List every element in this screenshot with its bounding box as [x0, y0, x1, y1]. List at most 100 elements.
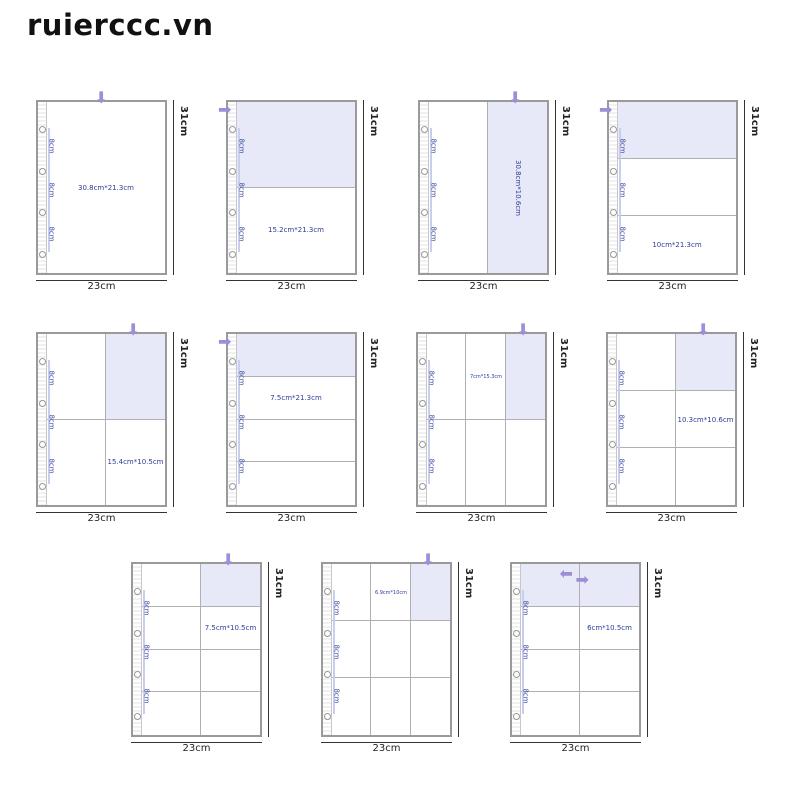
binding-strip: [609, 102, 618, 273]
spacing-label: 8cm: [142, 600, 151, 616]
pocket: [617, 334, 676, 391]
arrow-right-icon: ➡: [218, 332, 232, 351]
pocket: [47, 334, 106, 420]
binder-hole: [419, 400, 426, 407]
spacing-label: 8cm: [618, 226, 627, 242]
spacing-guide: [522, 590, 524, 714]
pocket-size-label: 30.8cm*21.3cm: [77, 183, 135, 192]
spacing-label: 8cm: [429, 182, 438, 198]
spacing-guide: [48, 128, 50, 252]
spacing-label: 8cm: [332, 688, 341, 704]
binder-hole: [419, 441, 426, 448]
binder-hole: [229, 168, 236, 175]
spacing-label: 8cm: [521, 688, 530, 704]
height-dimension-line: [553, 332, 554, 507]
pocket: [466, 334, 506, 420]
pocket: [142, 649, 201, 693]
pocket: [237, 377, 355, 420]
binder-hole: [324, 713, 331, 720]
pocket: [505, 334, 545, 420]
binder-hole: [39, 168, 46, 175]
binding-strip: [608, 334, 617, 505]
height-label: 31cm: [463, 568, 474, 599]
pocket: [676, 334, 735, 391]
pocket: [411, 678, 450, 735]
pocket: [617, 391, 676, 448]
arrow-right-icon: ➡: [599, 100, 613, 119]
arrow-down-icon: ⬇: [508, 88, 522, 107]
width-label: 23cm: [561, 743, 590, 754]
spacing-label: 8cm: [429, 138, 438, 154]
pocket-size-label: 6cm*10.5cm: [587, 624, 632, 633]
height-dimension-line: [363, 332, 364, 507]
binder-hole: [229, 126, 236, 133]
binder-hole: [421, 209, 428, 216]
binder-hole: [134, 588, 141, 595]
width-label: 23cm: [277, 513, 306, 524]
spacing-guide: [48, 360, 50, 484]
height-label: 31cm: [368, 338, 379, 369]
binder-hole: [609, 483, 616, 490]
binding-strip: [512, 564, 521, 735]
pocket: [142, 564, 201, 607]
pocket: [429, 102, 488, 273]
binder-hole: [609, 358, 616, 365]
spacing-guide: [618, 360, 620, 484]
arrow-down-icon: ⬇: [696, 320, 710, 339]
pocket: [371, 564, 411, 621]
binding-strip: [38, 102, 47, 273]
binder-hole: [421, 126, 428, 133]
spacing-label: 8cm: [142, 688, 151, 704]
width-label: 23cm: [469, 281, 498, 292]
arrow-right-icon: ➡: [218, 100, 232, 119]
spacing-guide: [333, 590, 335, 714]
binder-hole: [229, 400, 236, 407]
pocket: [466, 419, 506, 505]
width-dimension-line: [416, 512, 547, 513]
height-label: 31cm: [178, 338, 189, 369]
width-label: 23cm: [182, 743, 211, 754]
binder-hole: [324, 671, 331, 678]
height-label: 31cm: [178, 106, 189, 137]
pocket: [332, 678, 372, 735]
arrow-down-icon: ⬇: [94, 88, 108, 107]
binder-hole: [610, 251, 617, 258]
pocket: [521, 649, 580, 693]
spacing-label: 8cm: [237, 458, 246, 474]
width-dimension-line: [36, 280, 167, 281]
pocket: [237, 334, 355, 377]
pocket: [201, 650, 260, 693]
spacing-label: 8cm: [332, 600, 341, 616]
spacing-guide: [238, 360, 240, 484]
spacing-label: 8cm: [618, 182, 627, 198]
arrow-down-icon: ⬇: [421, 550, 435, 569]
binder-hole: [610, 209, 617, 216]
pocket: [427, 334, 467, 420]
binder-hole: [229, 358, 236, 365]
binding-strip: [228, 102, 237, 273]
width-label: 23cm: [372, 743, 401, 754]
spacing-label: 8cm: [521, 600, 530, 616]
binder-hole: [419, 483, 426, 490]
height-dimension-line: [647, 562, 648, 737]
height-dimension-line: [744, 100, 745, 275]
pocket-size-label: 10cm*21.3cm: [652, 240, 702, 249]
spacing-label: 8cm: [47, 226, 56, 242]
binder-hole: [39, 400, 46, 407]
height-label: 31cm: [560, 106, 571, 137]
spacing-guide: [430, 128, 432, 252]
height-label: 31cm: [652, 568, 663, 599]
arrow-right-icon: ➡: [575, 570, 589, 589]
binder-hole: [39, 126, 46, 133]
width-dimension-line: [607, 280, 738, 281]
spacing-guide: [428, 360, 430, 484]
pocket: [201, 607, 260, 650]
width-dimension-line: [606, 512, 737, 513]
binding-strip: [323, 564, 332, 735]
binder-hole: [421, 168, 428, 175]
